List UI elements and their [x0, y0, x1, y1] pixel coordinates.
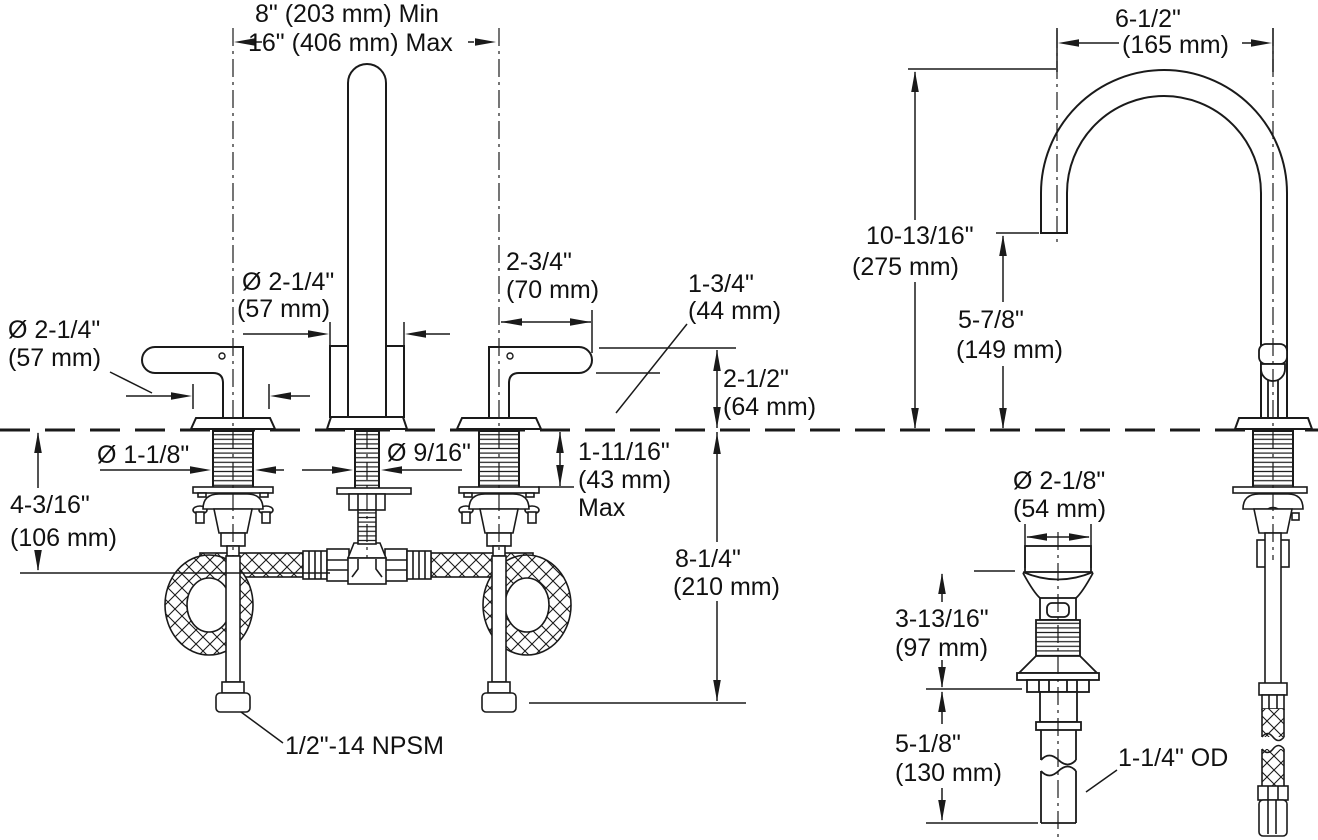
label-tailpiece-1: 5-1/8": [895, 730, 961, 758]
label-height-1: 10-13/16": [866, 222, 974, 250]
label-left-handle-dia-1: Ø 2-1/4": [8, 316, 100, 344]
dimension-labels: 8" (203 mm) Min 16" (406 mm) Max Ø 2-1/4…: [8, 0, 1229, 787]
label-hose-drop-1: 4-3/16": [10, 491, 90, 519]
label-drain-body-2: (97 mm): [895, 634, 988, 662]
gooseneck-spout: [1040, 69, 1288, 419]
left-handle-screw-icon: [218, 352, 226, 360]
right-handle-screw-icon: [506, 352, 514, 360]
front-view: [141, 63, 593, 713]
label-hose-drop-2: (106 mm): [10, 524, 117, 552]
label-deck-2: (43 mm): [578, 466, 671, 494]
label-outlet-2: (149 mm): [956, 336, 1063, 364]
label-drain-body-1: 3-13/16": [895, 605, 989, 633]
spout-column: [347, 63, 387, 417]
label-shank-dia: Ø 1-1/8": [97, 441, 189, 469]
spout-base-plate: [325, 416, 409, 430]
label-outlet-1: 5-7/8": [958, 306, 1024, 334]
dimension-arrows: [34, 38, 1272, 821]
tee-fitting: [302, 542, 432, 585]
label-height-2: (275 mm): [852, 253, 959, 281]
label-handle-length-2: (70 mm): [506, 276, 599, 304]
label-shank-length-1: 8-1/4": [675, 545, 741, 573]
label-handle-height-2: (64 mm): [723, 393, 816, 421]
label-spout-dia-2: (57 mm): [237, 295, 330, 323]
spout-shank-assembly: [336, 430, 412, 545]
label-spout-shank-dia: Ø 9/16": [387, 439, 471, 467]
side-valve-assembly: [1232, 430, 1308, 710]
centerlines: [232, 28, 1274, 838]
label-deck-3: Max: [578, 494, 626, 522]
label-supply-thread: 1/2"-14 NPSM: [285, 732, 444, 760]
label-tailpiece-2: (130 mm): [895, 759, 1002, 787]
label-spout-dia-1: Ø 2-1/4": [242, 268, 334, 296]
label-reach-2: (165 mm): [1122, 31, 1229, 59]
label-handle-clearance-1: 1-3/4": [688, 270, 754, 298]
label-handle-length-1: 2-3/4": [506, 248, 572, 276]
label-reach-1: 6-1/2": [1115, 5, 1181, 33]
label-drain-dia-2: (54 mm): [1013, 495, 1106, 523]
label-handle-height-1: 2-1/2": [723, 365, 789, 393]
label-spread-min: 8" (203 mm) Min: [255, 0, 439, 28]
side-view: [1040, 69, 1314, 837]
label-shank-length-2: (210 mm): [673, 573, 780, 601]
label-handle-clearance-2: (44 mm): [688, 297, 781, 325]
left-handle: [141, 346, 244, 419]
label-drain-dia-1: Ø 2-1/8": [1013, 467, 1105, 495]
side-supply-hose: [1257, 709, 1289, 837]
label-spread-max: 16" (406 mm) Max: [248, 29, 453, 57]
label-left-handle-dia-2: (57 mm): [8, 344, 101, 372]
right-handle: [488, 346, 593, 419]
label-tailpiece-od: 1-1/4" OD: [1118, 744, 1228, 772]
label-deck-1: 1-11/16": [578, 438, 670, 466]
